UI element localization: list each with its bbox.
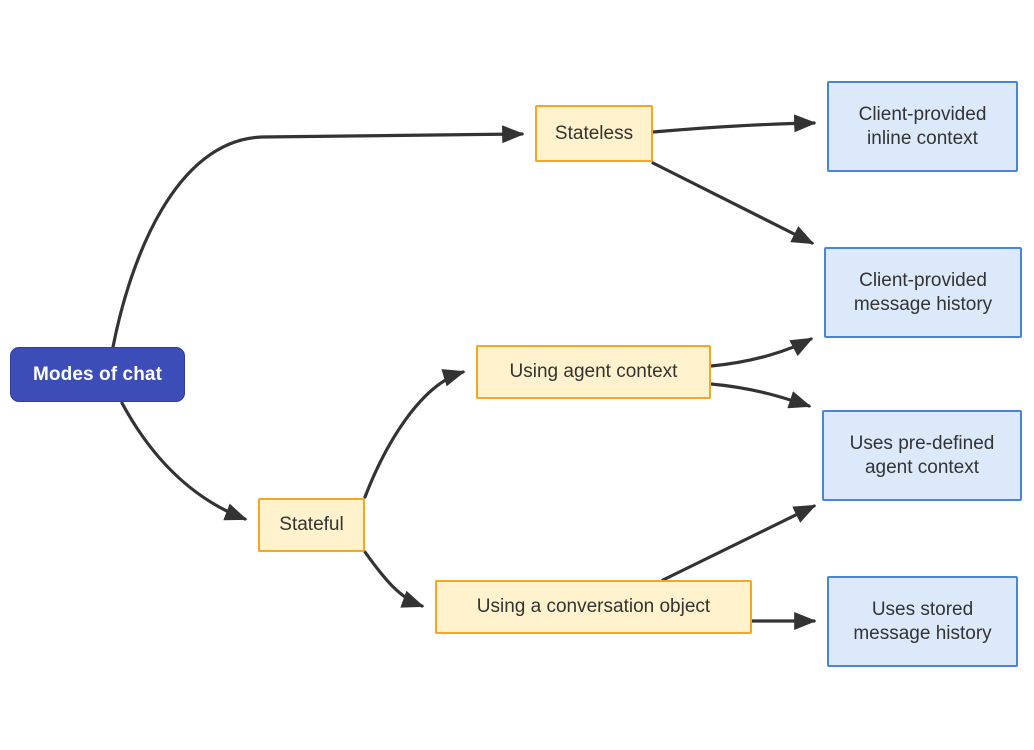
node-label: Stateful xyxy=(279,514,344,536)
node-using-agent-context[interactable]: Using agent context xyxy=(476,345,711,399)
node-label: Using agent context xyxy=(509,361,678,383)
node-using-a-conversation-object[interactable]: Using a conversation object xyxy=(435,580,752,634)
node-uses-pre-defined-agent-context[interactable]: Uses pre-defined agent context xyxy=(822,410,1022,501)
node-label: Client-provided inline context xyxy=(858,103,987,149)
node-stateless[interactable]: Stateless xyxy=(535,105,653,162)
node-uses-stored-message-history[interactable]: Uses stored message history xyxy=(827,576,1018,667)
edge-stateless-to-message-history xyxy=(651,161,815,245)
node-label: Stateless xyxy=(554,122,634,144)
node-modes-of-chat[interactable]: Modes of chat xyxy=(10,347,185,402)
edge-stateful-to-agent-context xyxy=(363,369,466,499)
edge-stateless-to-inline-context xyxy=(651,114,817,134)
node-label: Client-provided message history xyxy=(853,269,993,315)
edge-stateful-to-conversation-object xyxy=(363,550,425,608)
edge-root-to-stateless xyxy=(111,125,525,349)
node-stateful[interactable]: Stateful xyxy=(258,498,365,552)
edge-conversation-to-predefined xyxy=(661,504,817,582)
node-label: Using a conversation object xyxy=(476,596,711,618)
edge-root-to-stateful xyxy=(120,401,248,521)
node-label: Modes of chat xyxy=(32,363,163,385)
node-client-provided-inline-context[interactable]: Client-provided inline context xyxy=(827,81,1018,172)
node-label: Uses stored message history xyxy=(853,598,992,644)
edge-agent-context-to-message-history xyxy=(709,337,814,368)
node-client-provided-message-history[interactable]: Client-provided message history xyxy=(824,247,1022,338)
edge-agent-context-to-predefined xyxy=(709,382,812,409)
node-label: Uses pre-defined agent context xyxy=(849,432,995,478)
